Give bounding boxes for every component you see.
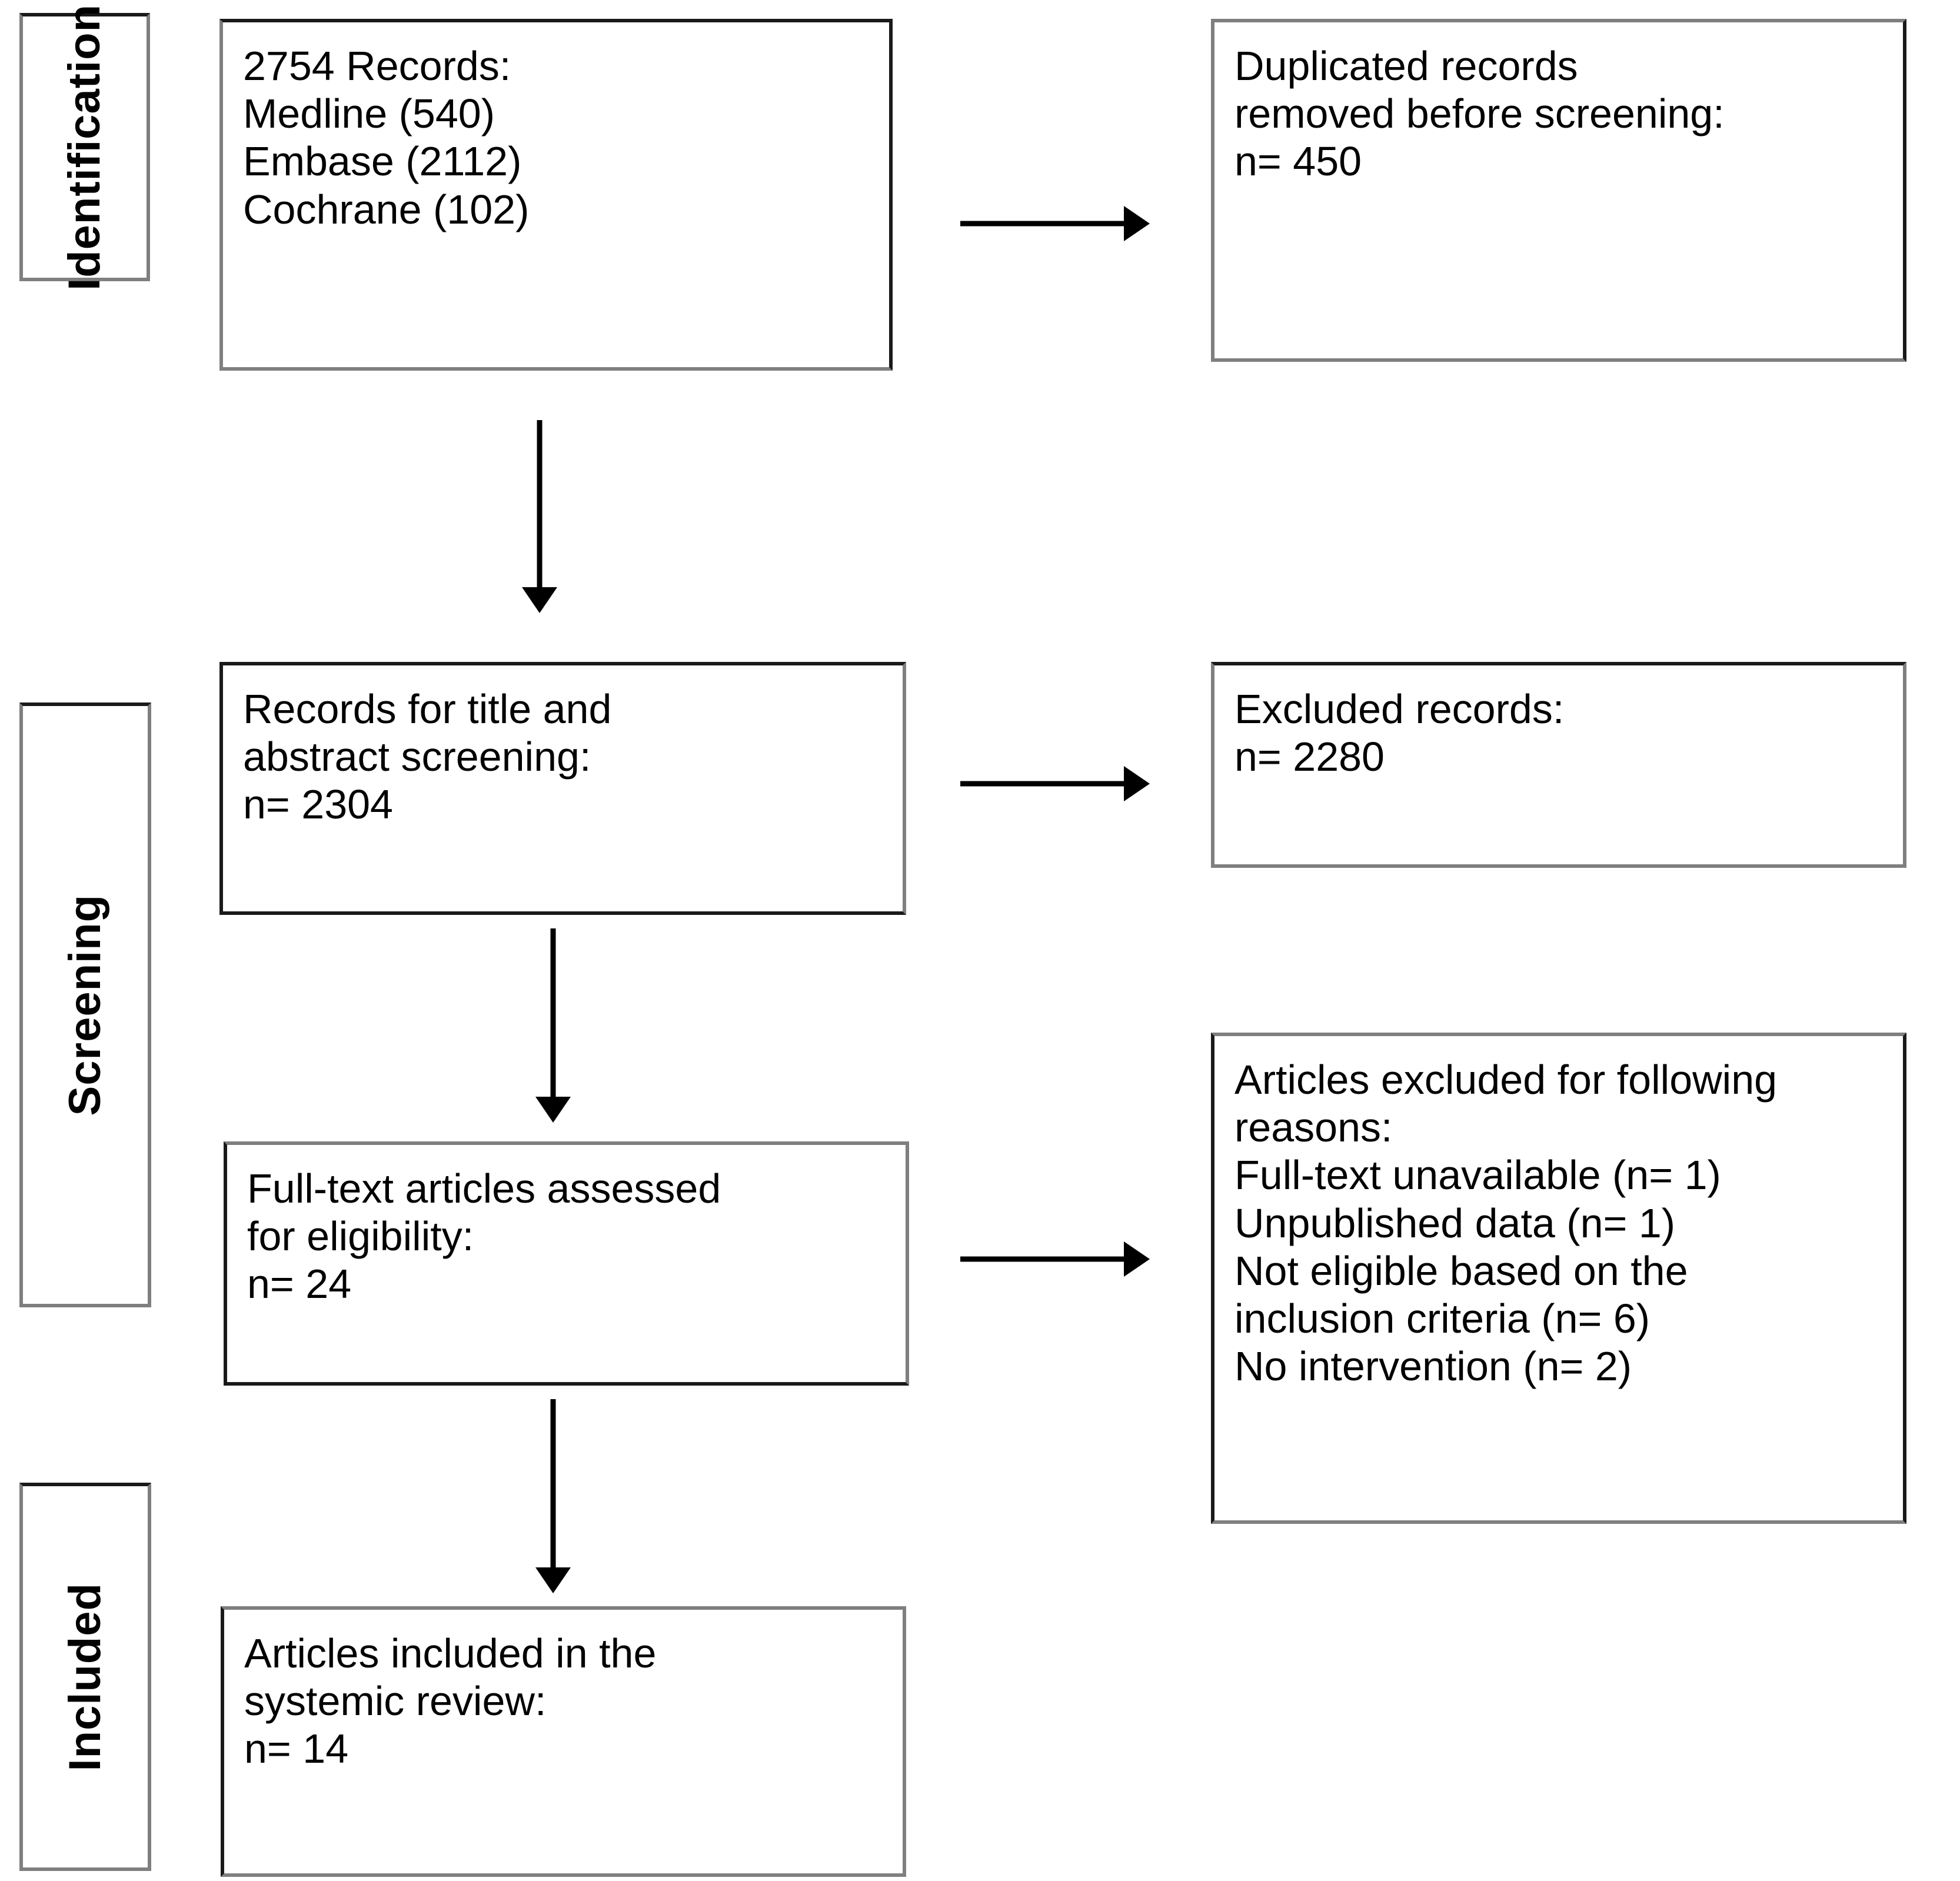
box-line: Medline (540) xyxy=(243,91,495,137)
arrow-shaft xyxy=(960,1256,1131,1262)
arrow-shaft xyxy=(960,221,1131,227)
arrow-shaft xyxy=(537,420,543,591)
box-line: abstract screening: xyxy=(243,734,591,780)
arrow-identified-to-screened xyxy=(522,420,557,613)
box-line: n= 24 xyxy=(247,1261,352,1307)
box-fulltext-assessed: Full-text articles assessed for eligibil… xyxy=(224,1141,909,1386)
arrow-shaft xyxy=(550,928,556,1100)
box-line: Full-text articles assessed xyxy=(247,1166,721,1211)
box-line: systemic review: xyxy=(244,1678,547,1724)
box-line: Cochrane (102) xyxy=(243,186,530,232)
box-line: Articles included in the xyxy=(244,1630,657,1676)
box-records-excluded: Excluded records: n= 2280 xyxy=(1211,662,1906,868)
stage-label-identification: Identification xyxy=(19,4,150,290)
arrow-identified-to-duplicates xyxy=(960,206,1150,241)
box-fulltext-excluded: Articles excluded for following reasons:… xyxy=(1211,1033,1906,1524)
box-line: Articles excluded for following xyxy=(1234,1057,1778,1103)
arrow-shaft xyxy=(960,781,1131,787)
box-line: Full-text unavailable (n= 1) xyxy=(1234,1152,1721,1198)
stage-label-screening-text: Screening xyxy=(60,894,110,1116)
arrow-shaft xyxy=(550,1399,556,1571)
arrow-head xyxy=(535,1097,571,1123)
stage-label-included: Included xyxy=(19,1483,151,1871)
arrow-head xyxy=(1124,206,1150,241)
box-line: Records for title and xyxy=(243,686,612,732)
box-line: Excluded records: xyxy=(1234,686,1565,732)
box-line: inclusion criteria (n= 6) xyxy=(1234,1295,1650,1341)
stage-label-identification-text: Identification xyxy=(59,4,109,291)
box-line: n= 14 xyxy=(244,1726,349,1772)
arrow-screened-to-fulltext xyxy=(535,928,571,1123)
box-records-screened: Records for title and abstract screening… xyxy=(219,662,906,915)
box-line: reasons: xyxy=(1234,1104,1393,1151)
arrow-fulltext-to-included xyxy=(535,1399,571,1593)
stage-label-screening: Screening xyxy=(19,703,151,1307)
box-line: 2754 Records: xyxy=(243,43,511,89)
box-line: for eligibility: xyxy=(247,1213,474,1260)
box-line: Embase (2112) xyxy=(243,138,522,185)
box-line: Duplicated records xyxy=(1234,43,1578,89)
box-articles-included: Articles included in the systemic review… xyxy=(221,1606,906,1877)
arrow-head xyxy=(522,587,557,613)
stage-label-included-text: Included xyxy=(60,1582,110,1772)
box-duplicates-removed: Duplicated records removed before screen… xyxy=(1211,19,1906,362)
arrow-head xyxy=(1124,766,1150,801)
box-line: No intervention (n= 2) xyxy=(1234,1343,1632,1390)
arrow-screened-to-excluded xyxy=(960,766,1150,801)
arrow-fulltext-to-excluded xyxy=(960,1241,1150,1277)
box-line: Unpublished data (n= 1) xyxy=(1234,1200,1676,1246)
box-line: removed before screening: xyxy=(1234,91,1725,137)
box-line: Not eligible based on the xyxy=(1234,1247,1688,1294)
box-line: n= 2280 xyxy=(1234,734,1385,780)
box-records-identified: 2754 Records: Medline (540) Embase (2112… xyxy=(219,19,893,371)
box-line: n= 2304 xyxy=(243,781,393,828)
arrow-head xyxy=(1124,1241,1150,1277)
box-line: n= 450 xyxy=(1234,138,1362,185)
arrow-head xyxy=(535,1567,571,1593)
